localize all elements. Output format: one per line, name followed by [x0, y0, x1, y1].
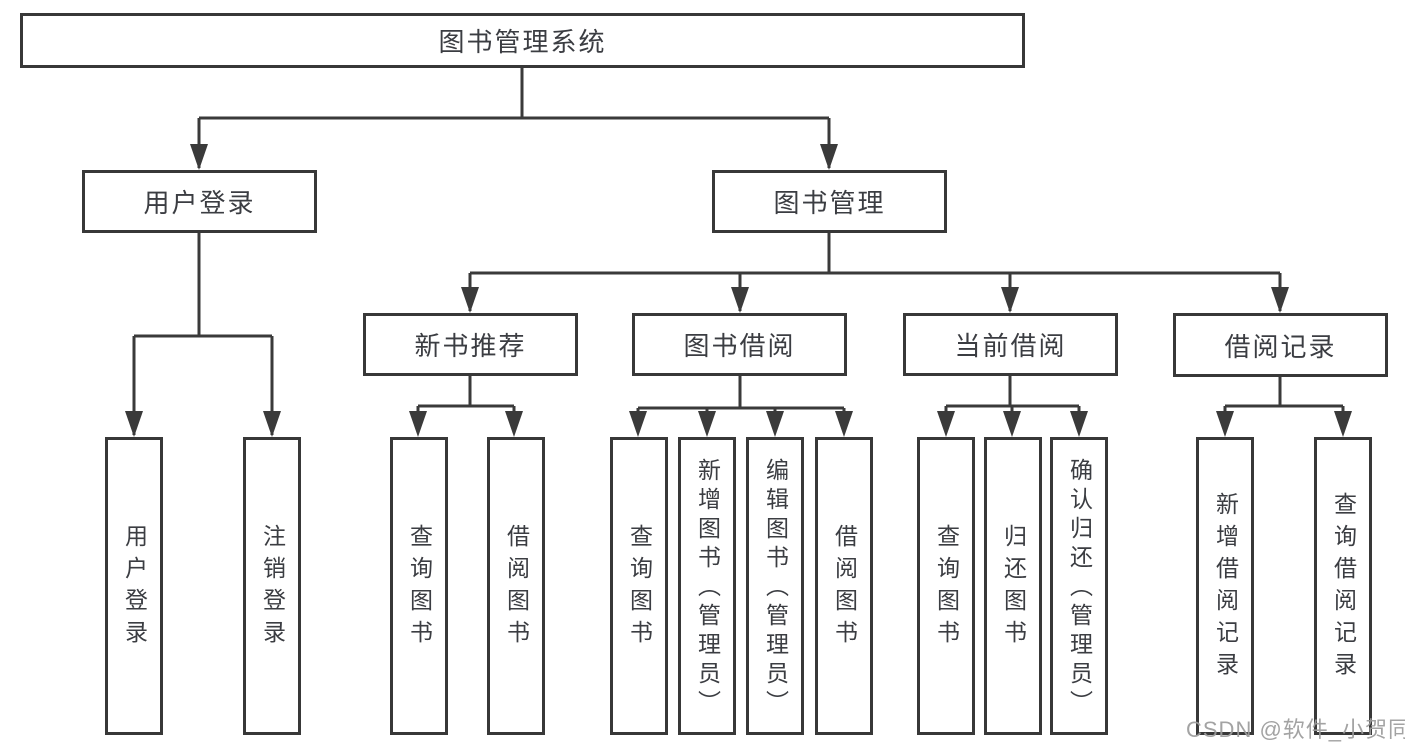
arrowhead-icon	[263, 411, 281, 437]
node-bb-borrow-books: 借阅图书	[815, 437, 873, 735]
arrowhead-icon	[1001, 287, 1019, 313]
node-current-borrow: 当前借阅	[903, 313, 1118, 376]
node-cb-confirm-return: 确认归还（管理员）	[1050, 437, 1108, 735]
node-ul-logout: 注销登录	[243, 437, 301, 735]
connector-group	[132, 68, 1345, 435]
arrowhead-icon	[190, 144, 208, 170]
node-bb-query-books: 查询图书	[610, 437, 668, 735]
arrowhead-icon	[505, 411, 523, 437]
node-cb-return-books: 归还图书	[984, 437, 1042, 735]
node-nbr-query-books: 查询图书	[390, 437, 448, 735]
arrowhead-icon	[1271, 287, 1289, 313]
arrowhead-icon	[731, 287, 749, 313]
arrowhead-icon	[820, 144, 838, 170]
node-bb-edit-books: 编辑图书（管理员）	[746, 437, 804, 735]
node-new-book-rec: 新书推荐	[363, 313, 578, 376]
arrowhead-icon	[629, 411, 647, 437]
arrowhead-icon	[698, 411, 716, 437]
node-book-borrow: 图书借阅	[632, 313, 847, 376]
node-br-query-record: 查询借阅记录	[1314, 437, 1372, 735]
node-user-login: 用户登录	[82, 170, 317, 233]
node-book-mgmt: 图书管理	[712, 170, 947, 233]
arrowhead-icon	[1334, 411, 1352, 437]
node-bb-add-books: 新增图书（管理员）	[678, 437, 736, 735]
node-ul-login: 用户登录	[105, 437, 163, 735]
node-root: 图书管理系统	[20, 13, 1025, 68]
arrowhead-icon	[409, 411, 427, 437]
arrowhead-icon	[125, 411, 143, 437]
arrowhead-icon	[1070, 411, 1088, 437]
node-br-add-record: 新增借阅记录	[1196, 437, 1254, 735]
arrowhead-icon	[461, 287, 479, 313]
node-nbr-borrow-books: 借阅图书	[487, 437, 545, 735]
arrowhead-icon	[835, 411, 853, 437]
node-cb-query-books: 查询图书	[917, 437, 975, 735]
arrowhead-icon	[766, 411, 784, 437]
arrowhead-icon	[1003, 411, 1021, 437]
watermark: CSDN @软件_小贺同学	[1186, 717, 1405, 742]
node-borrow-records: 借阅记录	[1173, 313, 1388, 377]
arrowhead-icon	[1216, 411, 1234, 437]
arrowhead-icon	[937, 411, 955, 437]
